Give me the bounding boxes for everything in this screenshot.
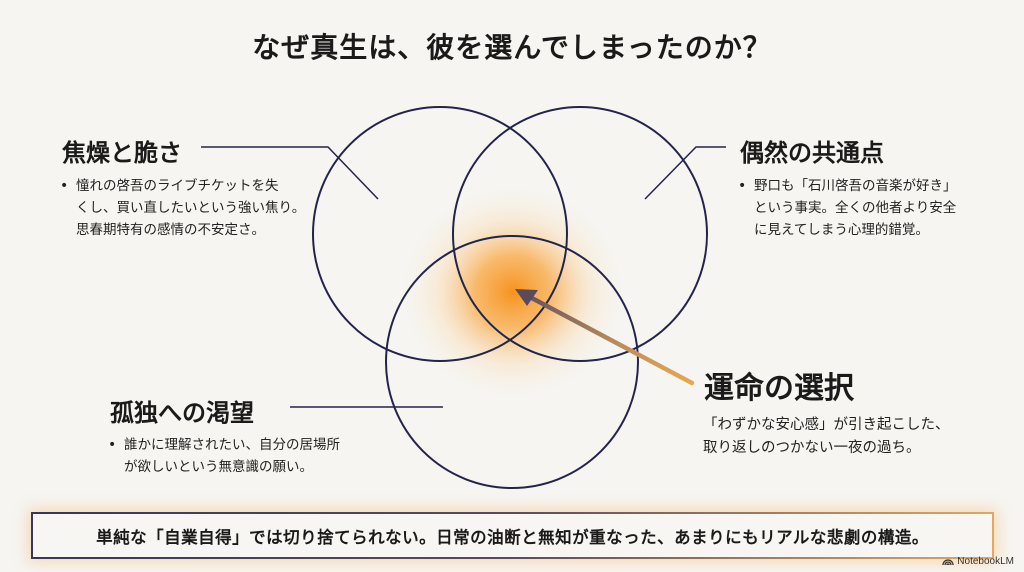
brand-label: NotebookLM [957,556,1014,567]
center-glow [403,187,623,397]
connector-top-left [201,146,379,200]
heading-impatience: 焦燥と脆さ [62,138,182,167]
heading-coincidence: 偶然の共通点 [740,138,884,167]
brand-watermark: NotebookLM [942,556,1014,567]
fateful-choice-description: 「わずかな安心感」が引き起こした、 取り返しのつかない一夜の過ち。 [703,417,950,456]
summary-text: 単純な「自業自得」では切り捨てられない。日常の油断と無知が重なった、あまりにもリ… [96,527,929,547]
circle-top-right [452,106,708,362]
heading-fateful-choice: 運命の選択 [704,371,854,406]
bullet-impatience: 憧れの啓吾のライブチケットを失 くし、買い直したいという強い焦り。 思春期特有の… [60,175,305,241]
arrow-shaft [525,293,695,386]
bullet-coincidence: 野口も「石川啓吾の音楽が好き」 という事実。全くの他者より安全 に見えてしまう心… [738,175,957,241]
arrow-head-icon [515,289,538,306]
circle-top-left [312,106,568,362]
page-title: なぜ真生は、彼を選んでしまったのか？ [252,31,772,64]
connector-top-right [644,146,726,200]
summary-box: 単純な「自業自得」では切り捨てられない。日常の油断と無知が重なった、あまりにもリ… [31,512,994,559]
bullet-loneliness: 誰かに理解されたい、自分の居場所 が欲しいという無意識の願い。 [108,434,340,478]
circle-bottom [385,235,639,489]
notebooklm-icon [942,559,954,566]
heading-loneliness: 孤独への渇望 [110,398,254,427]
